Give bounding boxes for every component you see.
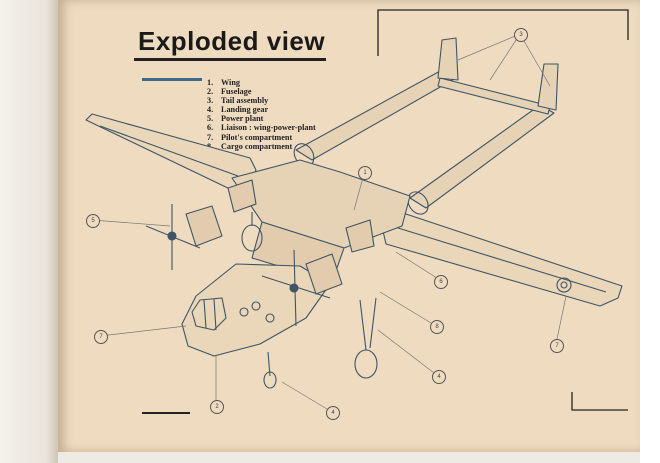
right-wing-spar-line — [397, 227, 607, 293]
legend-accent-bar — [142, 78, 202, 81]
propeller-left — [145, 204, 201, 270]
engine-right-nacelle — [305, 253, 343, 295]
callout-6: 6 — [434, 275, 448, 289]
callout-5: 5 — [86, 214, 100, 228]
roundel — [556, 277, 572, 293]
parts-legend: 1.Wing 2.Fuselage 3.Tail assembly 4.Land… — [207, 78, 316, 151]
roundel-inner — [560, 281, 568, 289]
porthole — [239, 307, 249, 317]
landing-gear-rear — [241, 212, 263, 252]
legend-item: 8.Cargo compartment — [207, 141, 293, 151]
frame-line-top — [377, 9, 629, 56]
callout-2: 2 — [210, 400, 224, 414]
legend-item: 3.Tail assembly — [207, 96, 269, 106]
callout-8: 8 — [430, 320, 444, 334]
legend-item: 2.Fuselage — [207, 87, 252, 97]
engine-left-nacelle — [185, 205, 223, 247]
vertical-fin-left — [437, 37, 459, 81]
callout-4-left: 4 — [326, 406, 340, 420]
legend-item: 5.Power plant — [207, 114, 264, 124]
engine-upper-left — [227, 179, 257, 213]
tail-boom-left — [295, 69, 457, 161]
legend-item: 1.Wing — [207, 78, 240, 87]
landing-gear-nose — [263, 351, 277, 389]
tail-boom-right — [409, 104, 555, 209]
porthole — [265, 313, 275, 323]
legend-item: 4.Landing gear — [207, 105, 269, 115]
page-title: Exploded view — [138, 26, 326, 56]
callout-1: 1 — [358, 166, 372, 180]
vertical-fin-right — [537, 63, 559, 111]
frame-line-bottom — [571, 392, 628, 411]
callout-4-right: 4 — [432, 370, 446, 384]
engine-upper-right — [345, 219, 375, 253]
callout-7-right: 7 — [550, 339, 564, 353]
cockpit-windows — [191, 297, 227, 331]
right-page-edge — [640, 0, 660, 463]
right-wing — [379, 209, 623, 307]
horizontal-stabilizer — [437, 77, 551, 115]
landing-gear-main — [354, 297, 378, 379]
callout-7-left: 7 — [94, 330, 108, 344]
porthole — [251, 301, 261, 311]
left-wing — [85, 113, 257, 193]
propeller-right — [261, 249, 331, 327]
boom-ring-right — [407, 191, 429, 215]
footer-rule — [142, 412, 190, 414]
legend-item: 6.Liaison : wing-power-plant — [207, 123, 316, 133]
left-wing-flap-line — [99, 125, 239, 177]
callout-3: 3 — [514, 28, 528, 42]
left-page — [0, 0, 58, 463]
legend-item: 7.Pilot's compartment — [207, 132, 293, 142]
title-underline — [134, 58, 326, 61]
